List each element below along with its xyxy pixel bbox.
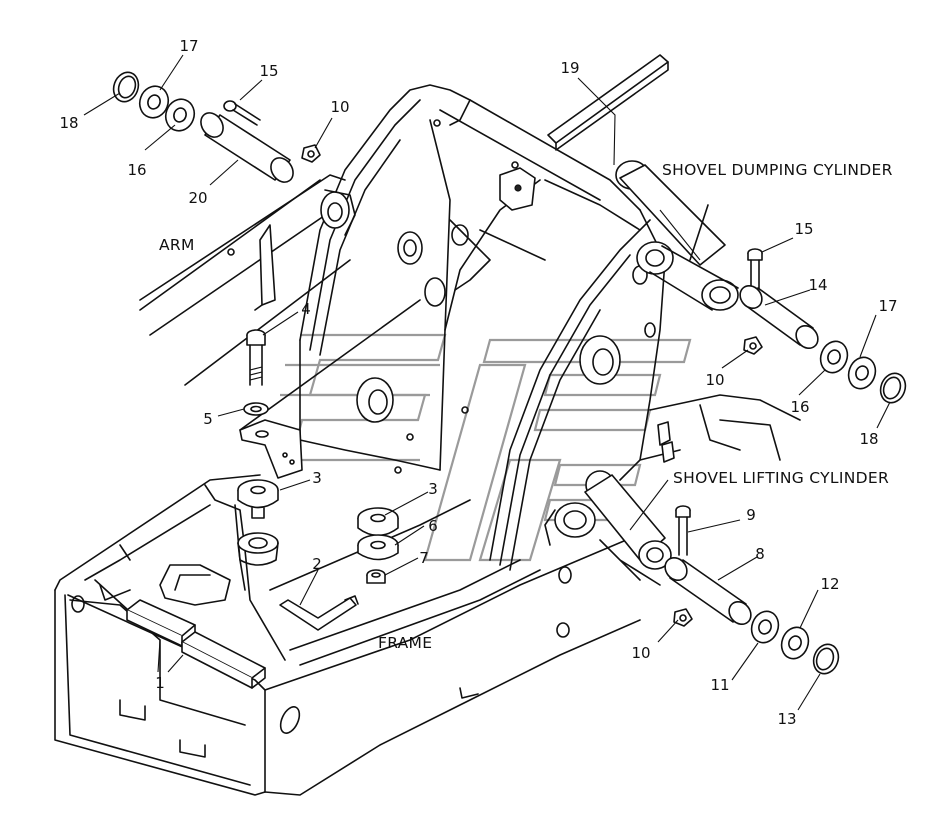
callout-9: 9: [746, 506, 756, 524]
leader-lines: [83, 54, 891, 711]
callout-10-mid: 10: [705, 371, 724, 389]
callout-5: 5: [203, 410, 213, 428]
callout-17-top: 17: [179, 37, 198, 55]
callout-18-top: 18: [59, 114, 78, 132]
callout-10-top: 10: [330, 98, 349, 116]
part-6-rubber-mount: [357, 534, 399, 561]
part-18-snap-ring-top: [112, 71, 140, 103]
callout-8: 8: [755, 545, 765, 563]
callout-18-right: 18: [859, 430, 878, 448]
callout-14: 14: [808, 276, 827, 294]
part-14-pin: [739, 284, 819, 350]
part-16-washer-right: [819, 340, 849, 374]
label-frame: FRAME: [378, 634, 432, 652]
label-shovel-dumping-cylinder: SHOVEL DUMPING CYLINDER: [662, 161, 893, 179]
part-17-washer-top: [138, 85, 170, 119]
shovel-dumping-cylinder: [615, 160, 739, 311]
part-10-nut-top: [301, 144, 321, 163]
part-18-snap-ring-right: [879, 372, 907, 404]
part-13-snap-ring: [812, 643, 840, 675]
callout-16-top: 16: [127, 161, 146, 179]
callout-13: 13: [777, 710, 796, 728]
callout-15-right: 15: [794, 220, 813, 238]
part-16-washer-top: [164, 98, 196, 132]
part-12-washer: [780, 626, 810, 660]
mounting-bracket: [239, 419, 303, 479]
part-2-hex-key: [279, 595, 359, 631]
label-shovel-lifting-cylinder: SHOVEL LIFTING CYLINDER: [673, 469, 889, 487]
callout-16-right: 16: [790, 398, 809, 416]
part-7-nut: [366, 569, 386, 584]
callout-2: 2: [312, 555, 322, 573]
part-9-bolt: [675, 505, 691, 556]
callout-10-bottom: 10: [631, 644, 650, 662]
arm: [139, 174, 356, 311]
label-arm: ARM: [159, 236, 195, 254]
part-5-washer: [243, 402, 269, 416]
callout-3-right: 3: [428, 480, 438, 498]
callout-3-left: 3: [312, 469, 322, 487]
part-19-bar: [547, 54, 669, 151]
component-labels: ARM FRAME SHOVEL DUMPING CYLINDER SHOVEL…: [159, 161, 893, 652]
part-11-washer: [750, 610, 780, 644]
right-upright-plate: [469, 99, 675, 571]
part-4-bolt: [246, 329, 266, 386]
frame-mount-socket: [237, 532, 279, 566]
callout-20: 20: [188, 189, 207, 207]
callout-7: 7: [419, 549, 429, 567]
part-10-nut-bottom: [673, 608, 693, 627]
shovel-lifting-cylinder: [544, 470, 672, 586]
part-17-washer-right: [847, 356, 877, 390]
callout-15-top: 15: [259, 62, 278, 80]
callout-numbers: 17 18 15 16 20 10 19 15 14 17 10 16 18 4…: [59, 37, 897, 728]
callout-1: 1: [155, 674, 165, 692]
callout-12: 12: [820, 575, 839, 593]
part-15-bolt-top: [223, 100, 261, 126]
callout-4: 4: [301, 300, 311, 318]
callout-19: 19: [560, 59, 579, 77]
part-8-pin: [664, 556, 752, 626]
part-20-pin: [200, 112, 294, 183]
part-3-rubber-mount-left: [237, 479, 279, 519]
callout-17-right: 17: [878, 297, 897, 315]
part-1-pads: [126, 599, 266, 689]
callout-11: 11: [710, 676, 729, 694]
callout-6: 6: [428, 517, 438, 535]
part-3-rubber-mount-right: [357, 507, 399, 537]
left-upright-plate: [299, 84, 601, 474]
part-10-nut-mid: [743, 336, 763, 355]
